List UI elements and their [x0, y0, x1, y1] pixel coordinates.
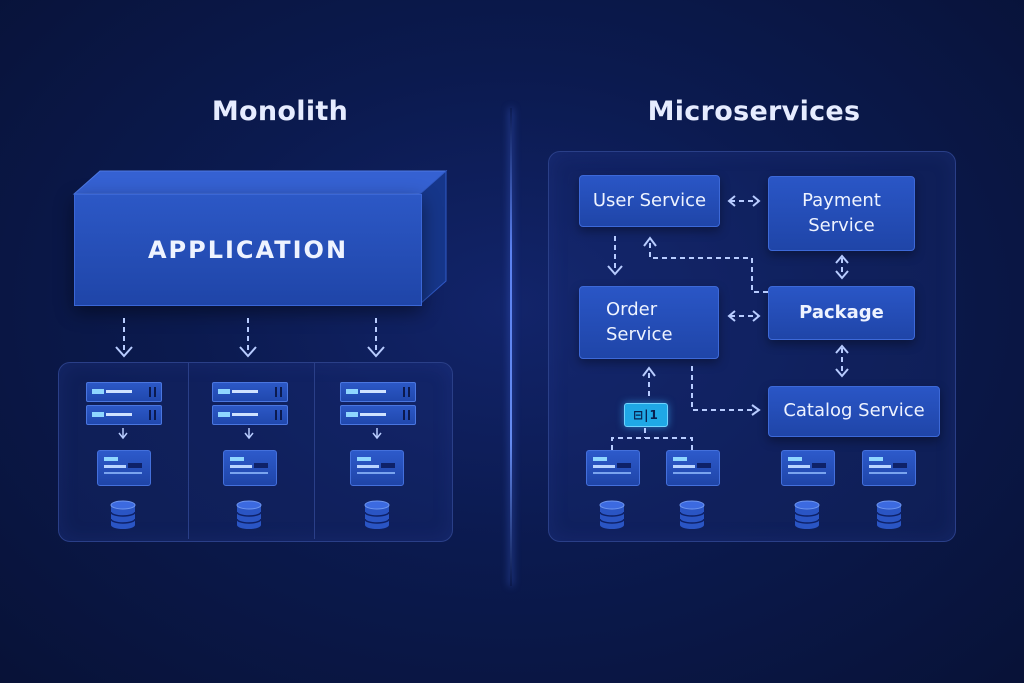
database-icon: [236, 500, 262, 530]
database-icon: [599, 500, 625, 530]
database-icon: [110, 500, 136, 530]
arrow-icon: [607, 195, 849, 416]
container-icon: [781, 450, 835, 486]
column-divider: [314, 363, 315, 539]
payment-service-box: Payment Service: [768, 176, 915, 251]
container-icon: [97, 450, 151, 486]
server-icon: [340, 382, 416, 402]
catalog-service-box: Catalog Service: [768, 386, 940, 437]
database-icon: [876, 500, 902, 530]
server-icon: [212, 382, 288, 402]
order-service-box: Order Service: [579, 286, 719, 359]
container-icon: [666, 450, 720, 486]
database-icon: [794, 500, 820, 530]
monolith-title: Monolith: [211, 96, 349, 127]
package-service-box: Package: [768, 286, 915, 340]
arrow-icon: [115, 346, 385, 358]
arrow-icon: [611, 200, 843, 450]
arrow-icon: [118, 428, 382, 440]
container-icon: [223, 450, 277, 486]
server-icon: [212, 405, 288, 425]
server-icon: [86, 405, 162, 425]
column-divider: [188, 363, 189, 539]
api-gateway-badge: ⊟|1: [624, 403, 668, 427]
container-icon: [350, 450, 404, 486]
application-block: APPLICATION: [74, 194, 422, 306]
database-icon: [364, 500, 390, 530]
database-icon: [679, 500, 705, 530]
container-icon: [862, 450, 916, 486]
microservices-title: Microservices: [647, 96, 861, 127]
container-icon: [586, 450, 640, 486]
section-divider: [510, 108, 512, 586]
server-icon: [86, 382, 162, 402]
server-icon: [340, 405, 416, 425]
user-service-box: User Service: [579, 175, 720, 227]
arrow-icon: [123, 318, 377, 354]
